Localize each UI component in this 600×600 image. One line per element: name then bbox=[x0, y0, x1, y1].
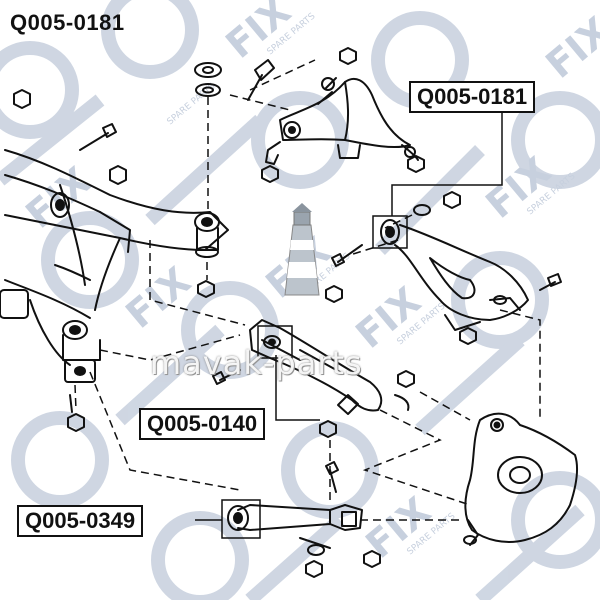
callout-leaders bbox=[195, 113, 503, 539]
nut-middle-right bbox=[397, 370, 415, 388]
line-art bbox=[0, 47, 579, 578]
nut-top-center bbox=[339, 47, 357, 65]
bolt-left bbox=[79, 123, 117, 151]
callout-label-q005-0140: Q005-0140 bbox=[139, 408, 266, 440]
bushing-q005-0181 bbox=[380, 219, 400, 245]
nut-top-left bbox=[13, 89, 31, 109]
bushing-center bbox=[194, 212, 220, 258]
nut-right-low bbox=[459, 327, 477, 345]
bushing-q005-0349 bbox=[227, 505, 249, 531]
washer-lower bbox=[307, 544, 325, 556]
nut-left bbox=[109, 165, 127, 185]
lighthouse-logo bbox=[284, 203, 320, 296]
nut-right-top bbox=[443, 191, 461, 209]
nut-lower-left bbox=[67, 413, 85, 432]
bolt-lower-left bbox=[69, 394, 73, 413]
assembly-lines bbox=[74, 59, 541, 521]
bushing-q005-0140 bbox=[263, 335, 281, 349]
knuckle bbox=[463, 412, 579, 546]
washer-right bbox=[413, 204, 431, 216]
nut-upper-right bbox=[407, 155, 425, 173]
nut-middle-lower bbox=[319, 420, 337, 438]
bolt-lower-2 bbox=[299, 537, 331, 549]
watermark-site: mavak-parts bbox=[150, 344, 363, 382]
bolt-lower bbox=[325, 461, 339, 493]
callout-label-q005-0181: Q005-0181 bbox=[409, 81, 536, 113]
svg-text:FIX: FIX bbox=[358, 489, 439, 567]
svg-text:FIX: FIX bbox=[538, 9, 600, 87]
lower-control-arm bbox=[394, 224, 562, 331]
bolt-middle bbox=[212, 369, 241, 385]
callout-label-q005-0349: Q005-0349 bbox=[17, 505, 144, 537]
page-title: Q005-0181 bbox=[10, 10, 125, 35]
nut-lower-1 bbox=[305, 560, 323, 578]
bushing-lower-left bbox=[62, 320, 101, 383]
lower-link-arm bbox=[237, 504, 363, 531]
washer-stack bbox=[194, 62, 222, 97]
nut-subframe bbox=[197, 280, 215, 298]
nut-right-mid bbox=[325, 285, 343, 303]
bolt-top bbox=[247, 59, 275, 101]
upper-arm bbox=[261, 77, 419, 183]
bushing-left bbox=[50, 192, 70, 218]
nut-lower-2 bbox=[363, 550, 381, 568]
bolt-right bbox=[331, 244, 363, 267]
svg-text:FIX: FIX bbox=[478, 149, 559, 227]
